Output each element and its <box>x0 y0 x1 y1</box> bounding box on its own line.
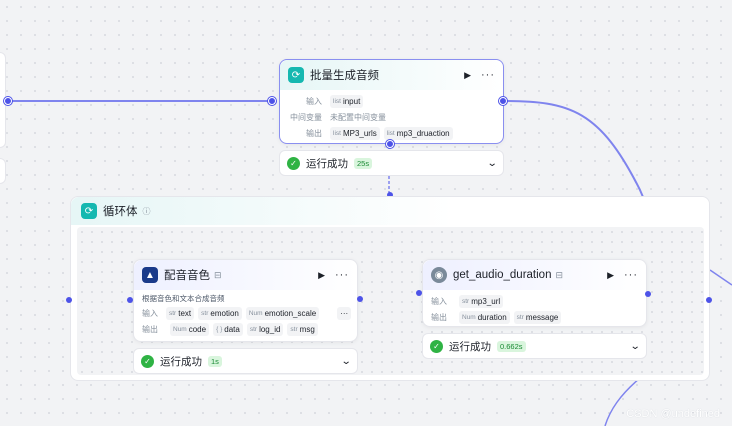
audio-status-card[interactable]: ✓ 运行成功 0.662s ⌄ <box>422 333 647 359</box>
loop-inner-input-handle[interactable] <box>66 297 72 303</box>
audio-node-header: ◉ get_audio_duration ⊟ ▶ ··· <box>423 260 646 290</box>
voice-status-card[interactable]: ✓ 运行成功 1s ⌄ <box>133 348 358 374</box>
batch-output-label: 输出 <box>306 128 322 138</box>
batch-input-handle[interactable] <box>268 97 276 105</box>
check-icon: ✓ <box>287 156 300 170</box>
batch-status-text: 运行成功 <box>306 157 348 170</box>
plugin-icon: ◉ <box>431 267 447 283</box>
voice-input-handle[interactable] <box>127 297 133 303</box>
voice-node-header: ▲ 配音音色 ⊟ ▶ ··· <box>134 260 357 290</box>
batch-node-header: ⟳ 批量生成音频 ▶ ··· <box>280 60 503 90</box>
loop-top-handle[interactable] <box>387 192 393 198</box>
voice-duration-badge: 1s <box>208 355 222 367</box>
plugin-badge-icon: ⊟ <box>555 269 564 280</box>
more-icon[interactable]: ··· <box>335 269 349 281</box>
loop-header: ⟳ 循环体 ⓘ <box>71 197 709 225</box>
audio-output-label: 输出 <box>431 312 447 322</box>
voice-node-title: 配音音色 <box>164 270 210 282</box>
batch-duration-badge: 25s <box>354 157 373 169</box>
batch-node-title: 批量生成音频 <box>310 70 379 82</box>
batch-intermediate-value: 未配置中间变量 <box>330 112 386 122</box>
more-icon[interactable]: ··· <box>624 269 638 281</box>
audio-status-text: 运行成功 <box>449 340 491 353</box>
loop-inner-output-handle[interactable] <box>706 297 712 303</box>
loop-icon: ⟳ <box>81 203 97 219</box>
play-icon[interactable]: ▶ <box>464 69 471 80</box>
voice-node-description: 根据音色和文本合成音频 <box>142 293 225 303</box>
batch-input-label: 输入 <box>306 96 322 106</box>
voice-output-tag: { }data <box>213 322 243 336</box>
watermark: CSDN @undefined <box>626 408 720 420</box>
audio-input-handle[interactable] <box>416 290 422 296</box>
voice-output-handle[interactable] <box>357 296 363 302</box>
batch-bottom-handle[interactable] <box>386 140 394 148</box>
chevron-down-icon[interactable]: ⌄ <box>629 340 641 352</box>
check-icon: ✓ <box>141 354 154 368</box>
audio-input-label: 输入 <box>431 296 447 306</box>
batch-status-card[interactable]: ✓ 运行成功 25s ⌄ <box>279 150 504 176</box>
audio-duration-badge: 0.662s <box>497 340 526 352</box>
check-icon: ✓ <box>430 339 443 353</box>
voice-status-text: 运行成功 <box>160 355 202 368</box>
chevron-down-icon[interactable]: ⌄ <box>340 355 352 367</box>
batch-intermediate-row: 中间变量 未配置中间变量 <box>288 109 495 125</box>
voice-output-label: 输出 <box>142 324 158 334</box>
voice-input-label: 输入 <box>142 308 158 318</box>
batch-intermediate-label: 中间变量 <box>290 112 322 122</box>
info-icon[interactable]: ⓘ <box>142 206 151 216</box>
edge-loop-out-right <box>709 269 732 286</box>
plugin-icon: ▲ <box>142 267 158 283</box>
left-status-stub[interactable] <box>0 158 6 184</box>
plugin-badge-icon: ⊟ <box>214 269 222 280</box>
left-node-output-handle[interactable] <box>4 97 12 105</box>
more-inputs-icon[interactable]: ··· <box>337 306 352 320</box>
audio-node-title: get_audio_duration <box>453 269 552 281</box>
play-icon[interactable]: ▶ <box>607 269 614 280</box>
batch-output-handle[interactable] <box>499 97 507 105</box>
loop-title: 循环体 <box>103 206 138 218</box>
play-icon[interactable]: ▶ <box>318 269 325 280</box>
chevron-down-icon[interactable]: ⌄ <box>486 157 498 169</box>
loop-icon: ⟳ <box>288 67 304 83</box>
more-icon[interactable]: ··· <box>481 69 495 81</box>
audio-output-handle[interactable] <box>645 291 651 297</box>
